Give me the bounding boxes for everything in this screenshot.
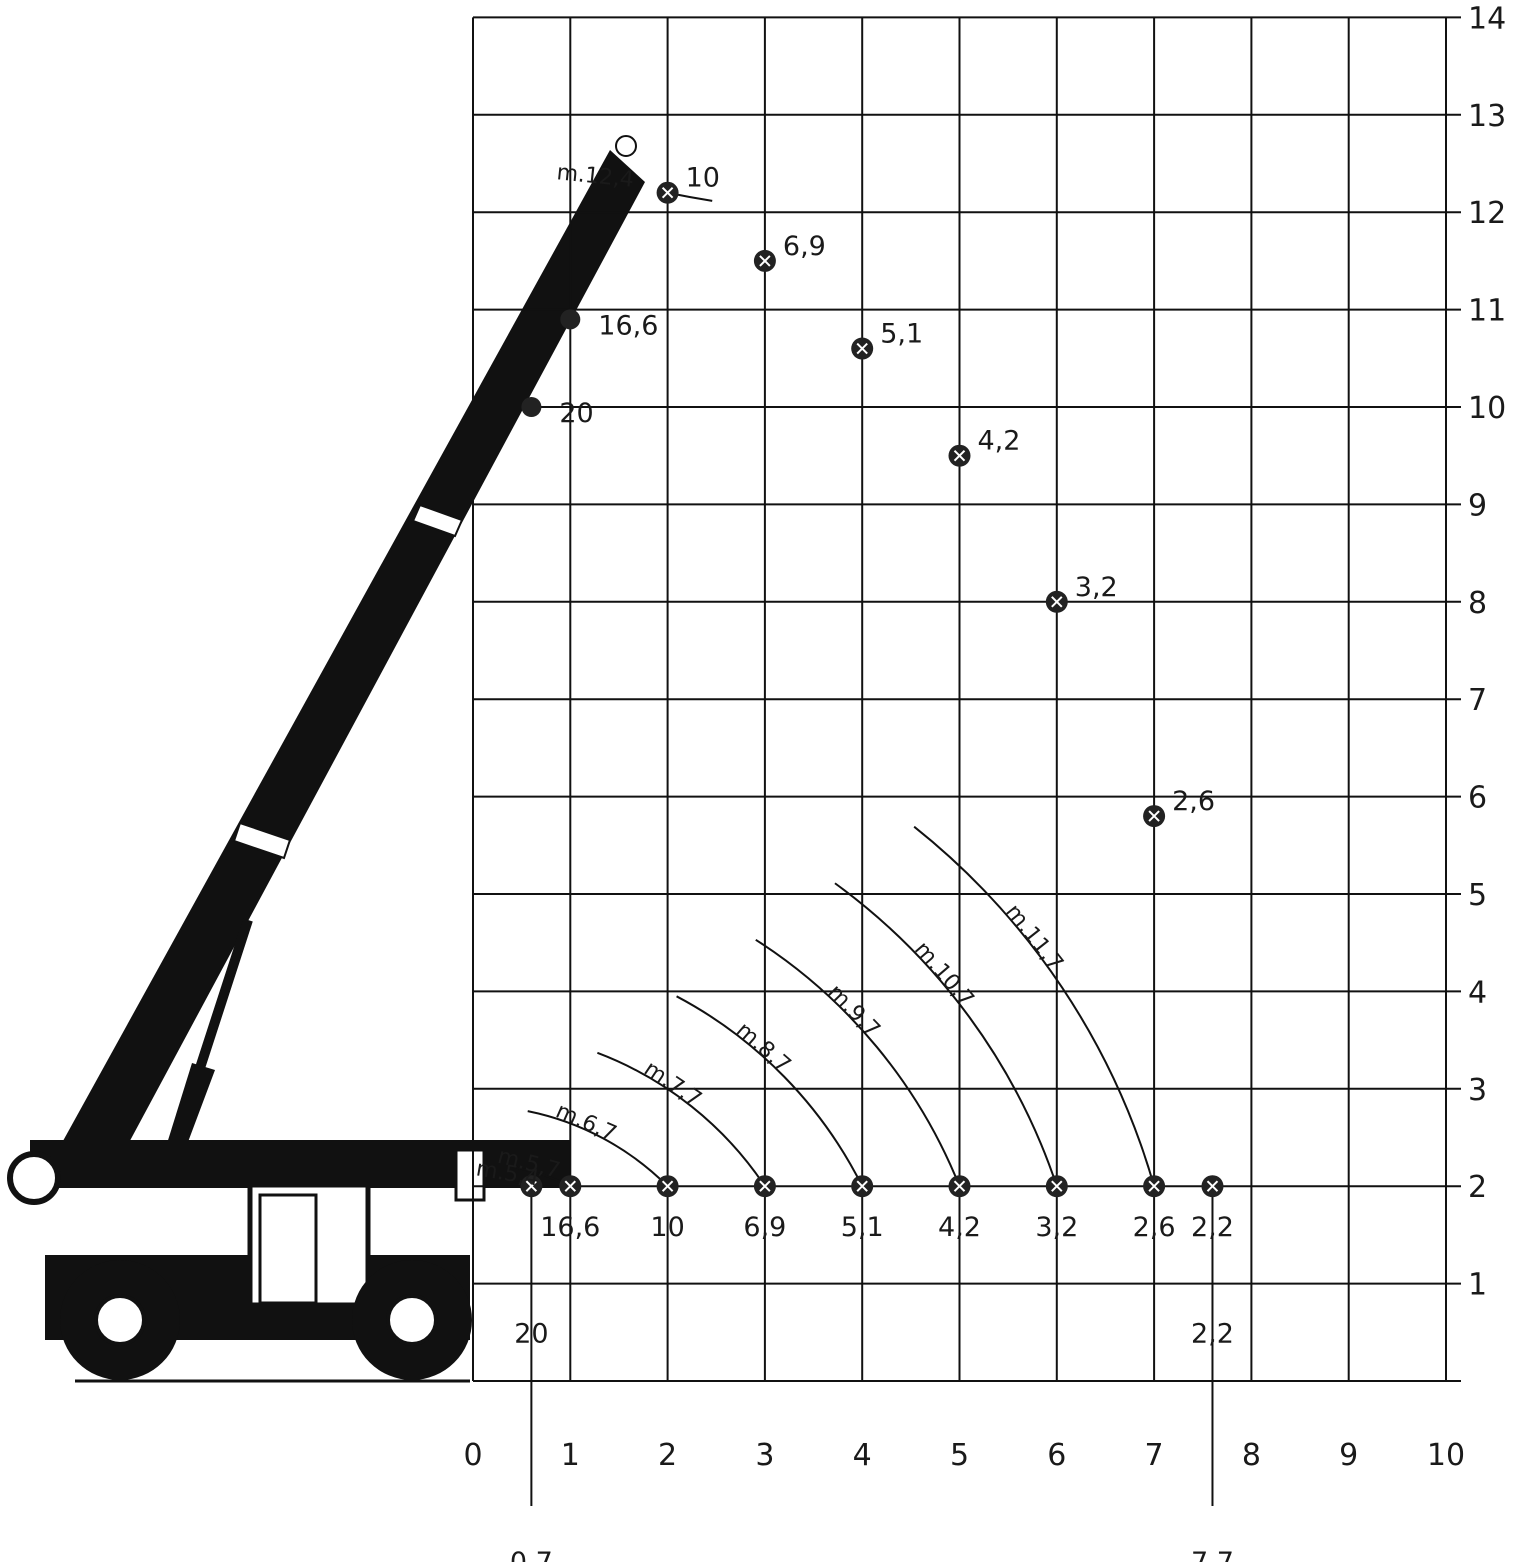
load-value-label: 2,6 [1133,1212,1176,1243]
boom-load-label: 20 [559,398,593,429]
load-value-label: 5,1 [880,319,923,350]
load-point-mark [1051,596,1063,608]
x-tick-label: 7 [1145,1438,1164,1473]
y-tick-label: 1 [1468,1268,1487,1303]
load-point-mark [953,1180,966,1192]
boom-band-1 [411,503,464,538]
load-value-label: 16,6 [540,1212,600,1243]
boom-length-curve [676,995,864,1187]
x-tick-label: 9 [1339,1438,1358,1473]
boom-length-label: m.10,7 [909,937,979,1012]
y-tick-label: 7 [1468,683,1487,718]
x-tick-label: 4 [853,1438,872,1473]
load-value-label: 4,2 [978,426,1021,457]
boom-length-label: m.8,7 [731,1018,795,1079]
load-point-mark [564,1180,577,1192]
pivot-wheel [7,1151,61,1205]
annotation-label: 2,2 [1191,1318,1234,1349]
load-point-mark [759,1180,771,1192]
x-tick-label: 0 [463,1438,482,1473]
load-value-label: 2,6 [1172,786,1215,817]
boom-tip-sheave [615,135,637,157]
load-value-label: 2,2 [1191,1212,1234,1243]
annotation-label: 7,7 [1191,1547,1234,1562]
load-value-label: 4,2 [938,1212,981,1243]
y-tick-label: 10 [1468,391,1506,426]
annotation-label: 0,7 [510,1547,553,1562]
y-tick-label: 9 [1468,488,1487,523]
load-value-label: 10 [686,163,720,194]
x-tick-label: 10 [1427,1438,1465,1473]
load-value-label: 5,1 [841,1212,884,1243]
boom-length-label: m.6,7 [552,1099,620,1147]
boom-load-point [560,309,581,330]
load-point-mark [1148,1180,1160,1192]
front-wheel-hub [94,1294,146,1346]
annotation-label: 20 [514,1318,548,1349]
x-tick-label: 5 [950,1438,969,1473]
boom-length-curve [527,1110,669,1187]
rear-wheel-hub [386,1294,438,1346]
load-point-mark [1051,1180,1063,1192]
boom-length-curve [913,825,1156,1187]
x-tick-label: 8 [1242,1438,1261,1473]
lift-cylinder-rod [195,918,253,1070]
y-tick-label: 6 [1468,781,1487,816]
y-tick-label: 12 [1468,196,1506,231]
x-tick-label: 3 [755,1438,774,1473]
load-point-mark [661,1180,674,1192]
boom-length-curve [755,938,961,1187]
boom-load-label: 16,6 [598,310,658,341]
boom-length-label: m.7,7 [639,1056,706,1112]
load-point-mark [759,255,771,267]
y-tick-label: 4 [1468,975,1487,1010]
boom-load-point [521,397,542,417]
y-tick-label: 11 [1468,294,1506,329]
cab-door [258,1193,318,1305]
load-point-mark [953,449,966,462]
load-point-mark [856,1180,868,1192]
x-tick-label: 2 [658,1438,677,1473]
load-value-label: 3,2 [1075,572,1118,603]
lift-cylinder [165,1063,215,1150]
x-tick-label: 6 [1047,1438,1066,1473]
load-value-label: 3,2 [1035,1212,1078,1243]
crane-illustration [7,135,645,1383]
boom-length-label: m.9,7 [823,980,885,1043]
y-tick-label: 2 [1468,1170,1487,1205]
load-point-mark [1206,1180,1219,1192]
y-tick-label: 13 [1468,99,1506,134]
load-point-mark [856,342,868,355]
spreader-lock [454,1148,486,1202]
y-tick-label: 5 [1468,878,1487,913]
load-point-mark [661,187,674,199]
y-tick-label: 14 [1468,1,1506,36]
load-value-label: 6,9 [743,1212,786,1243]
crane-boom [58,150,645,1150]
y-tick-label: 3 [1468,1073,1487,1108]
load-point-mark [1148,810,1160,822]
boom-length-curve [834,882,1058,1187]
boom-length-curve [597,1051,766,1187]
load-value-label: 6,9 [783,231,826,262]
y-tick-label: 8 [1468,586,1487,621]
load-point-mark [525,1180,538,1192]
x-tick-label: 1 [561,1438,580,1473]
load-value-label: 10 [650,1212,684,1243]
boom-band-2 [232,821,292,860]
